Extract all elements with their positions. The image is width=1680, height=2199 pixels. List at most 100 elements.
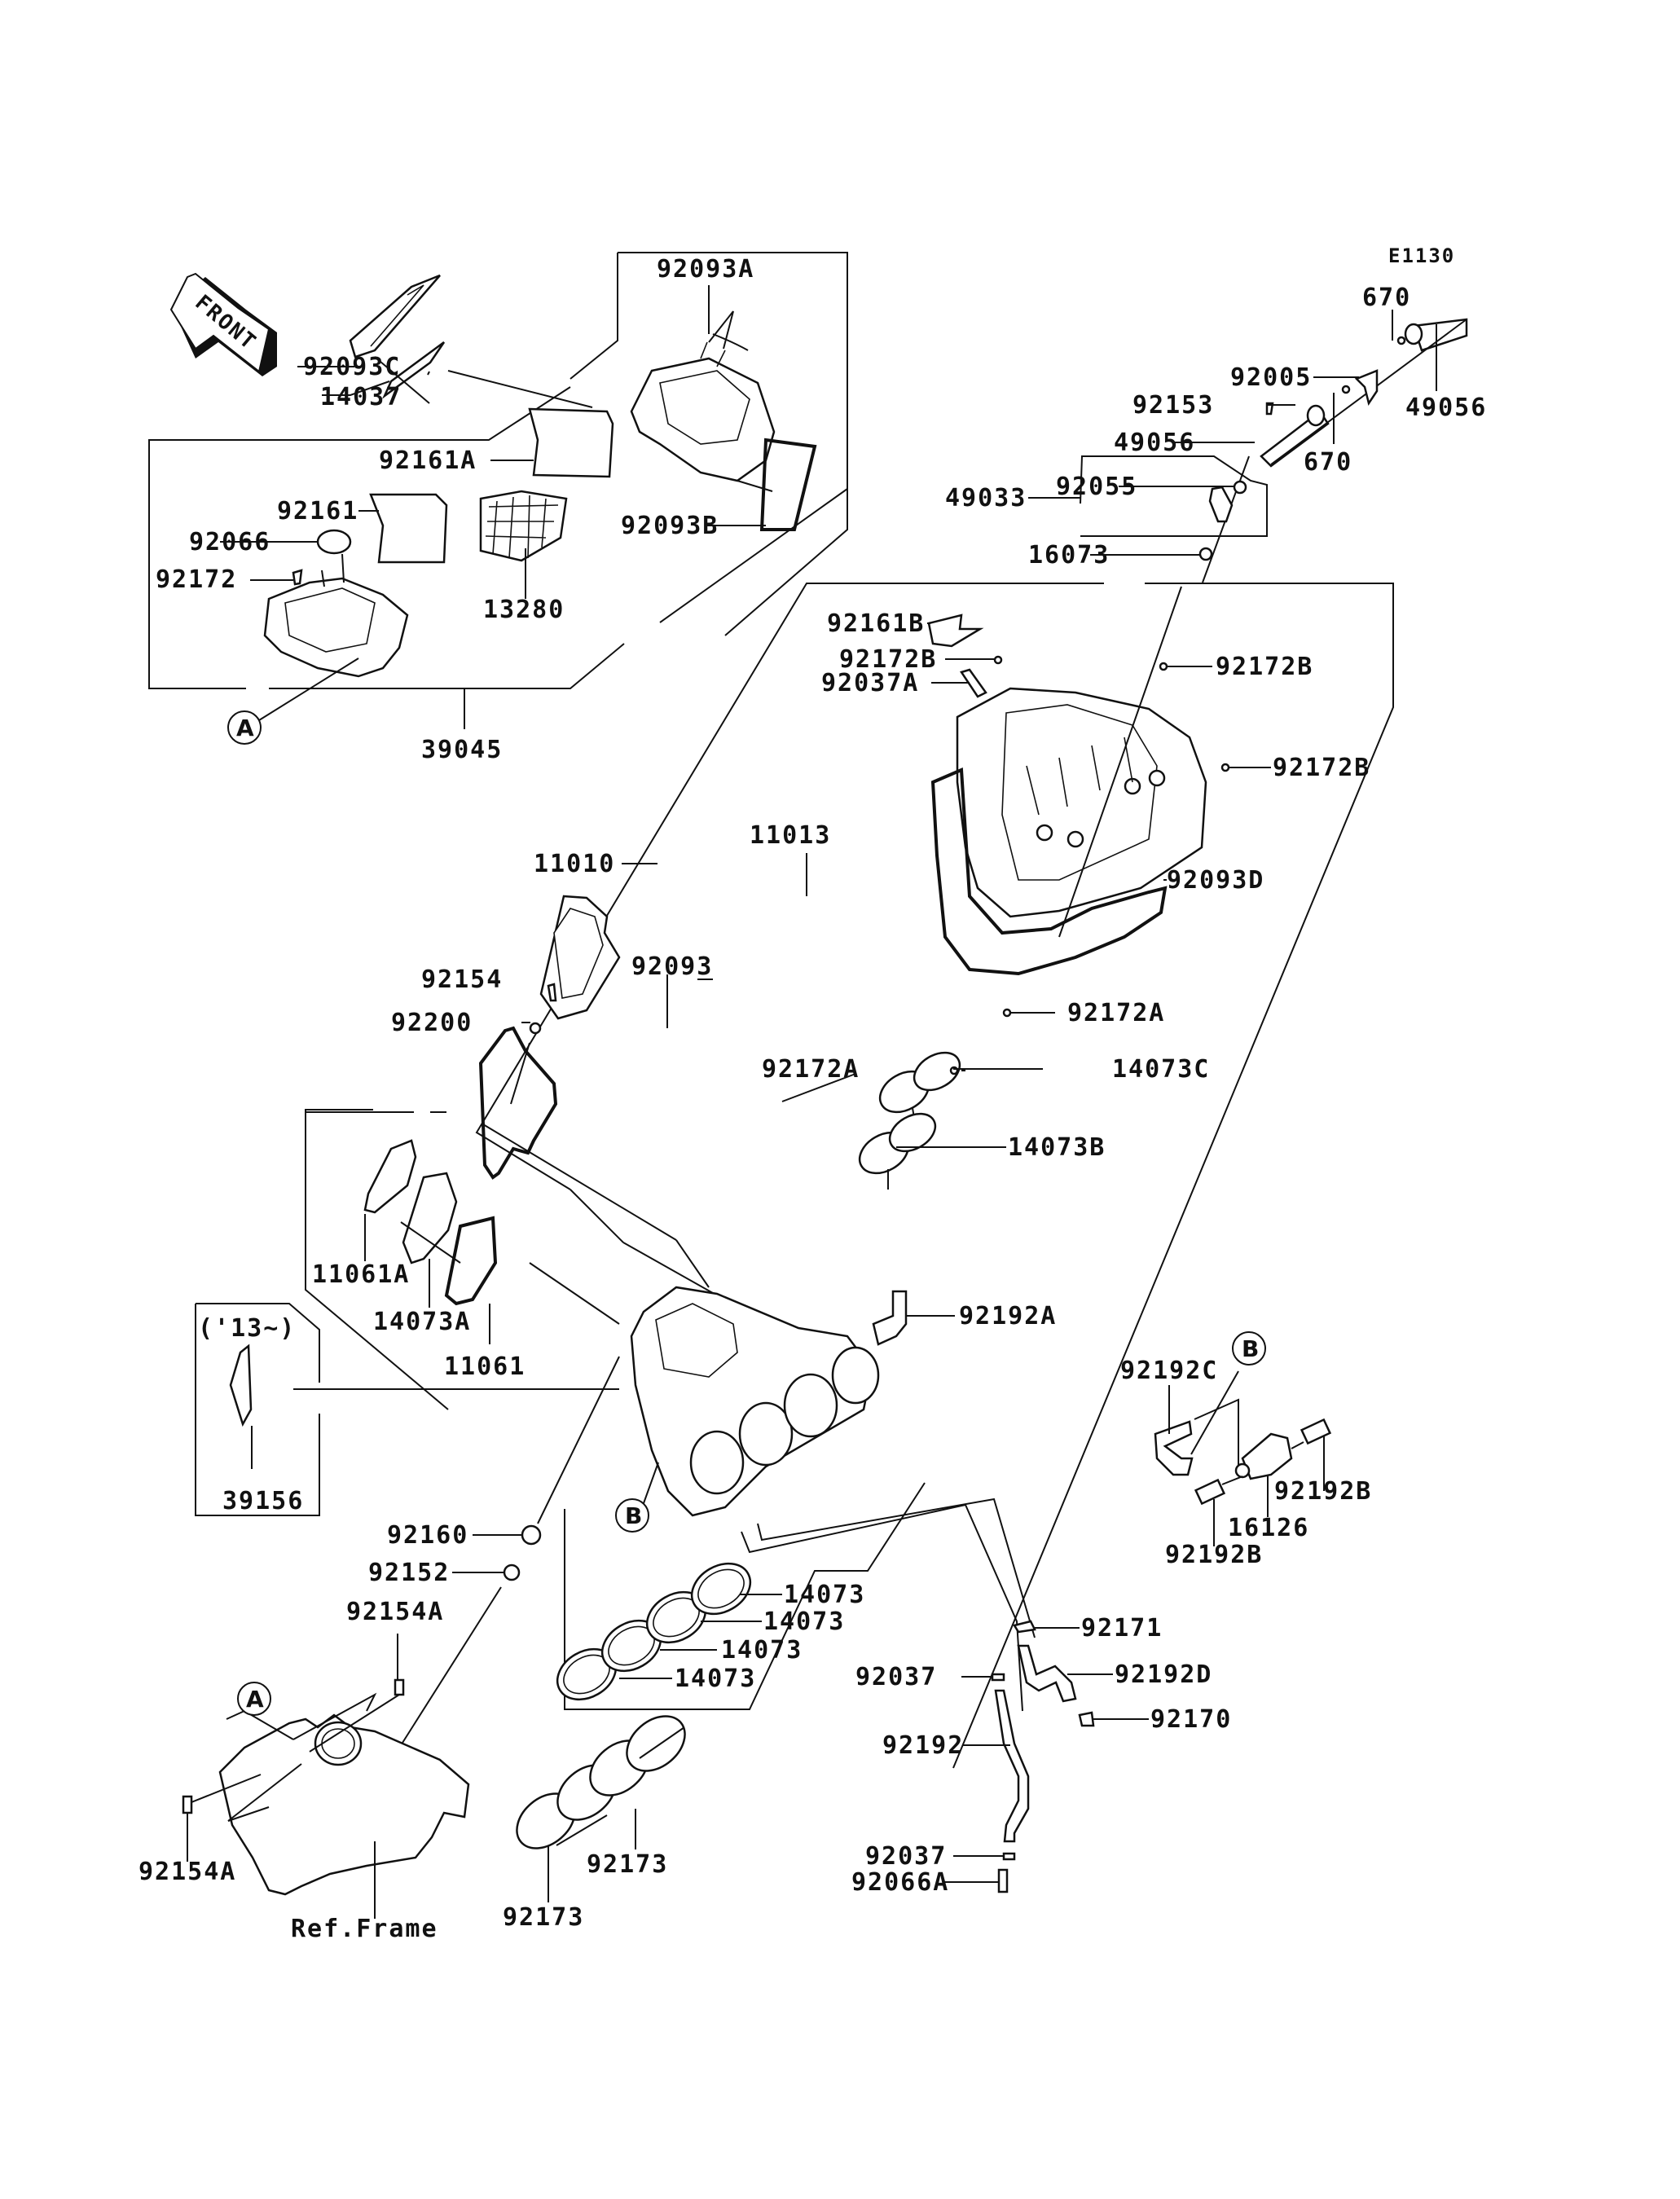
- part-92192C: [1154, 1420, 1194, 1476]
- label-92172B-b: 92172B: [1216, 653, 1313, 681]
- part-670-oring-b: [1341, 385, 1351, 394]
- part-92172B-screw-b: [1159, 662, 1168, 671]
- label-92173-right: 92173: [587, 1850, 668, 1879]
- group-frame-main: [475, 583, 1394, 1769]
- label-92192C: 92192C: [1120, 1357, 1218, 1385]
- label-92171: 92171: [1081, 1614, 1163, 1643]
- label-92154A-left: 92154A: [139, 1858, 236, 1886]
- label-92154A-top: 92154A: [346, 1598, 444, 1626]
- label-92066: 92066: [189, 528, 270, 556]
- part-ref-frame: [218, 1713, 470, 1896]
- part-fuel-rail-49056-right: [1404, 318, 1468, 352]
- part-92173-clamps: [516, 1715, 686, 1849]
- part-upper-housing: [374, 285, 776, 482]
- part-92192B-hose-right: [1300, 1418, 1332, 1445]
- label-92055: 92055: [1056, 473, 1137, 501]
- front-arrow-icon: FRONT: [169, 272, 277, 376]
- label-92037A: 92037A: [821, 669, 919, 697]
- label-92093A: 92093A: [657, 255, 754, 284]
- part-92192A: [872, 1290, 908, 1346]
- label-92172B-a: 92172B: [839, 645, 937, 674]
- part-11061: [444, 1216, 498, 1306]
- label-92192D: 92192D: [1115, 1660, 1212, 1689]
- label-92037-b: 92037: [865, 1842, 947, 1871]
- label-92093D: 92093D: [1167, 866, 1264, 895]
- label-92153: 92153: [1132, 391, 1214, 420]
- part-fuel-rail-49056-left: [1260, 404, 1330, 468]
- label-92170: 92170: [1150, 1705, 1232, 1734]
- part-92152: [503, 1563, 521, 1581]
- label-92172: 92172: [156, 565, 237, 594]
- part-92093C: [349, 274, 441, 358]
- label-92192B-right: 92192B: [1274, 1477, 1372, 1506]
- part-92200-washer: [529, 1022, 542, 1035]
- group-frame-upper: [148, 252, 848, 689]
- label-92037-a: 92037: [855, 1663, 937, 1691]
- part-92161B: [927, 614, 984, 648]
- label-11013: 11013: [750, 821, 831, 850]
- label-92161: 92161: [277, 497, 358, 526]
- part-92055-oring: [1233, 480, 1247, 495]
- label-14073-3: 14073: [721, 1636, 803, 1665]
- label-670-bottom: 670: [1304, 448, 1352, 477]
- label-11010: 11010: [534, 850, 615, 878]
- label-92172B-c: 92172B: [1273, 754, 1370, 782]
- part-92093: [478, 1026, 558, 1180]
- part-11013: [539, 895, 621, 1020]
- part-92154A-bolt-top: [394, 1678, 405, 1696]
- label-92200: 92200: [391, 1009, 473, 1037]
- label-14073B: 14073B: [1008, 1133, 1106, 1162]
- label-92192B-left: 92192B: [1165, 1541, 1263, 1569]
- part-92161: [369, 493, 448, 564]
- diagram-code: E1130: [1388, 244, 1455, 267]
- part-92172B-screw-c: [1220, 763, 1230, 772]
- ref-marker-a-lower: A: [237, 1682, 271, 1716]
- part-92093D: [930, 767, 1168, 976]
- leader-lines: [187, 310, 1437, 1902]
- label-14073-1: 14073: [784, 1581, 865, 1609]
- label-92160: 92160: [387, 1521, 468, 1550]
- label-92172A-b: 92172A: [762, 1055, 860, 1084]
- part-92161A: [528, 407, 614, 478]
- label-92161B: 92161B: [827, 609, 925, 638]
- part-92172B-screw-a: [993, 655, 1003, 665]
- part-92171-clamp: [1013, 1620, 1036, 1634]
- label-11061: 11061: [444, 1352, 526, 1381]
- part-92154A-bolt-left: [182, 1795, 193, 1814]
- part-92037A-pipe: [960, 668, 987, 698]
- label-39045: 39045: [421, 736, 503, 764]
- label-year-note: ('13~): [198, 1314, 296, 1343]
- part-labels: 92093A 92093C 14037 92161A 92093B 92161 …: [139, 255, 1487, 1943]
- part-92192D: [1017, 1644, 1077, 1703]
- label-92093: 92093: [631, 952, 713, 981]
- part-670-oring-a: [1396, 336, 1406, 345]
- part-14073A: [402, 1172, 458, 1264]
- label-49056-right: 49056: [1405, 394, 1487, 422]
- label-14037: 14037: [320, 383, 402, 411]
- part-11061A: [363, 1139, 417, 1214]
- part-13280: [479, 490, 568, 562]
- label-49033: 49033: [945, 484, 1027, 512]
- part-16073-seal: [1198, 547, 1213, 561]
- part-14037: [381, 341, 446, 399]
- label-92066A: 92066A: [851, 1868, 949, 1897]
- part-92160: [521, 1524, 542, 1546]
- part-92172: [292, 569, 303, 586]
- part-92093B: [759, 438, 817, 531]
- label-92173-left: 92173: [503, 1903, 584, 1932]
- svg-text:A: A: [246, 1686, 264, 1713]
- svg-text:A: A: [236, 715, 254, 741]
- label-92192: 92192: [882, 1731, 964, 1760]
- label-ref-frame: Ref.Frame: [291, 1915, 438, 1943]
- part-14073-rings: [556, 1562, 752, 1701]
- label-14073-2: 14073: [763, 1607, 845, 1636]
- label-14073A: 14073A: [373, 1308, 471, 1336]
- label-49056-left: 49056: [1114, 429, 1195, 457]
- part-14073B: [858, 1112, 937, 1190]
- part-92153-screw: [1265, 402, 1274, 416]
- part-lower-housing: [263, 553, 409, 678]
- label-13280: 13280: [483, 596, 565, 624]
- part-16126-valve: [1234, 1432, 1293, 1480]
- label-11061A: 11061A: [312, 1260, 410, 1289]
